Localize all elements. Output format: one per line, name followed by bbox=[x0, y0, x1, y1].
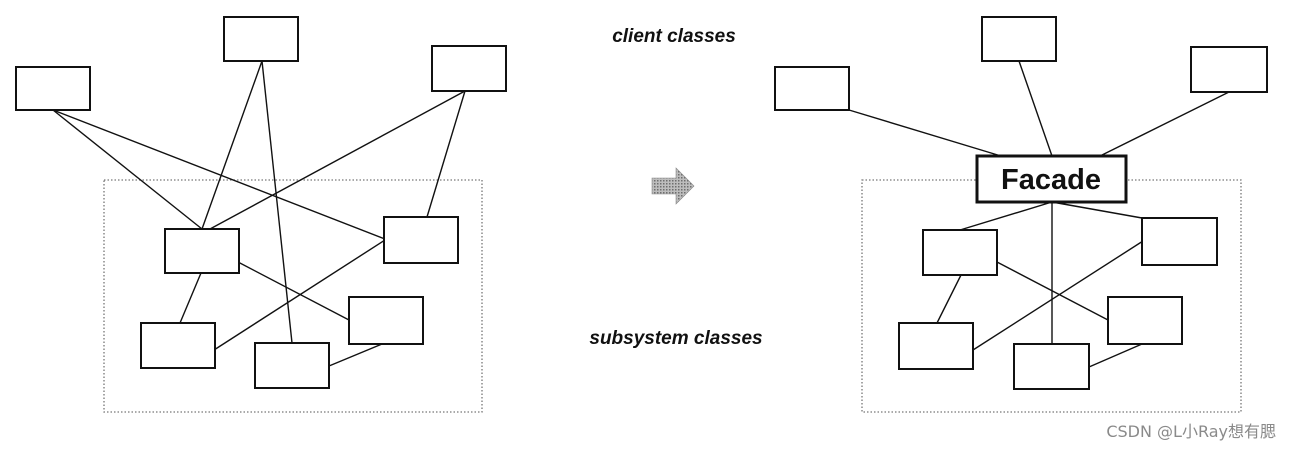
client-class-box bbox=[15, 66, 91, 111]
facade-label: Facade bbox=[1001, 164, 1101, 196]
right-client-classes bbox=[774, 16, 1268, 111]
subsystem-class-box bbox=[1107, 296, 1183, 345]
subsystem-class-box bbox=[383, 216, 459, 264]
connection-line bbox=[426, 90, 466, 218]
connection-line bbox=[179, 272, 202, 324]
right-arrow-icon bbox=[651, 167, 695, 205]
connection-line bbox=[936, 274, 962, 324]
left-subsystem-classes bbox=[140, 216, 459, 389]
connection-line bbox=[1018, 60, 1053, 157]
right-diagram: Facade bbox=[774, 16, 1268, 413]
client-class-box bbox=[981, 16, 1057, 62]
connection-line bbox=[1088, 343, 1143, 368]
connection-line bbox=[261, 60, 293, 344]
subsystem-class-box bbox=[140, 322, 216, 369]
connection-line bbox=[52, 109, 386, 240]
connection-line bbox=[237, 261, 350, 321]
watermark-text: CSDN @L小Ray想有腮 bbox=[1106, 422, 1276, 441]
left-diagram bbox=[15, 16, 507, 413]
connection-line bbox=[213, 239, 386, 351]
connection-line bbox=[996, 261, 1109, 321]
right-connections bbox=[848, 60, 1230, 368]
right-subsystem-classes bbox=[898, 217, 1218, 390]
subsystem-class-box bbox=[348, 296, 424, 345]
connection-line bbox=[328, 343, 383, 367]
connection-line bbox=[959, 201, 1053, 231]
connection-line bbox=[848, 109, 1002, 157]
client-classes-label: client classes bbox=[612, 26, 736, 47]
client-class-box bbox=[1190, 46, 1268, 93]
facade-box: Facade bbox=[975, 154, 1128, 204]
subsystem-class-box bbox=[164, 228, 240, 274]
subsystem-class-box bbox=[254, 342, 330, 389]
connection-line bbox=[972, 240, 1144, 351]
left-client-classes bbox=[15, 16, 507, 111]
connection-line bbox=[209, 90, 466, 230]
subsystem-class-box bbox=[1141, 217, 1218, 266]
connection-line bbox=[201, 60, 263, 230]
connection-line bbox=[52, 109, 203, 230]
client-class-box bbox=[431, 45, 507, 92]
left-subsystem-region bbox=[103, 179, 483, 413]
client-class-box bbox=[774, 66, 850, 111]
subsystem-class-box bbox=[922, 229, 998, 276]
subsystem-classes-label: subsystem classes bbox=[589, 328, 762, 349]
subsystem-class-box bbox=[898, 322, 974, 370]
subsystem-class-box bbox=[1013, 343, 1090, 390]
connection-line bbox=[1051, 201, 1143, 219]
client-class-box bbox=[223, 16, 299, 62]
connection-line bbox=[1099, 91, 1230, 157]
left-connections bbox=[52, 60, 466, 367]
